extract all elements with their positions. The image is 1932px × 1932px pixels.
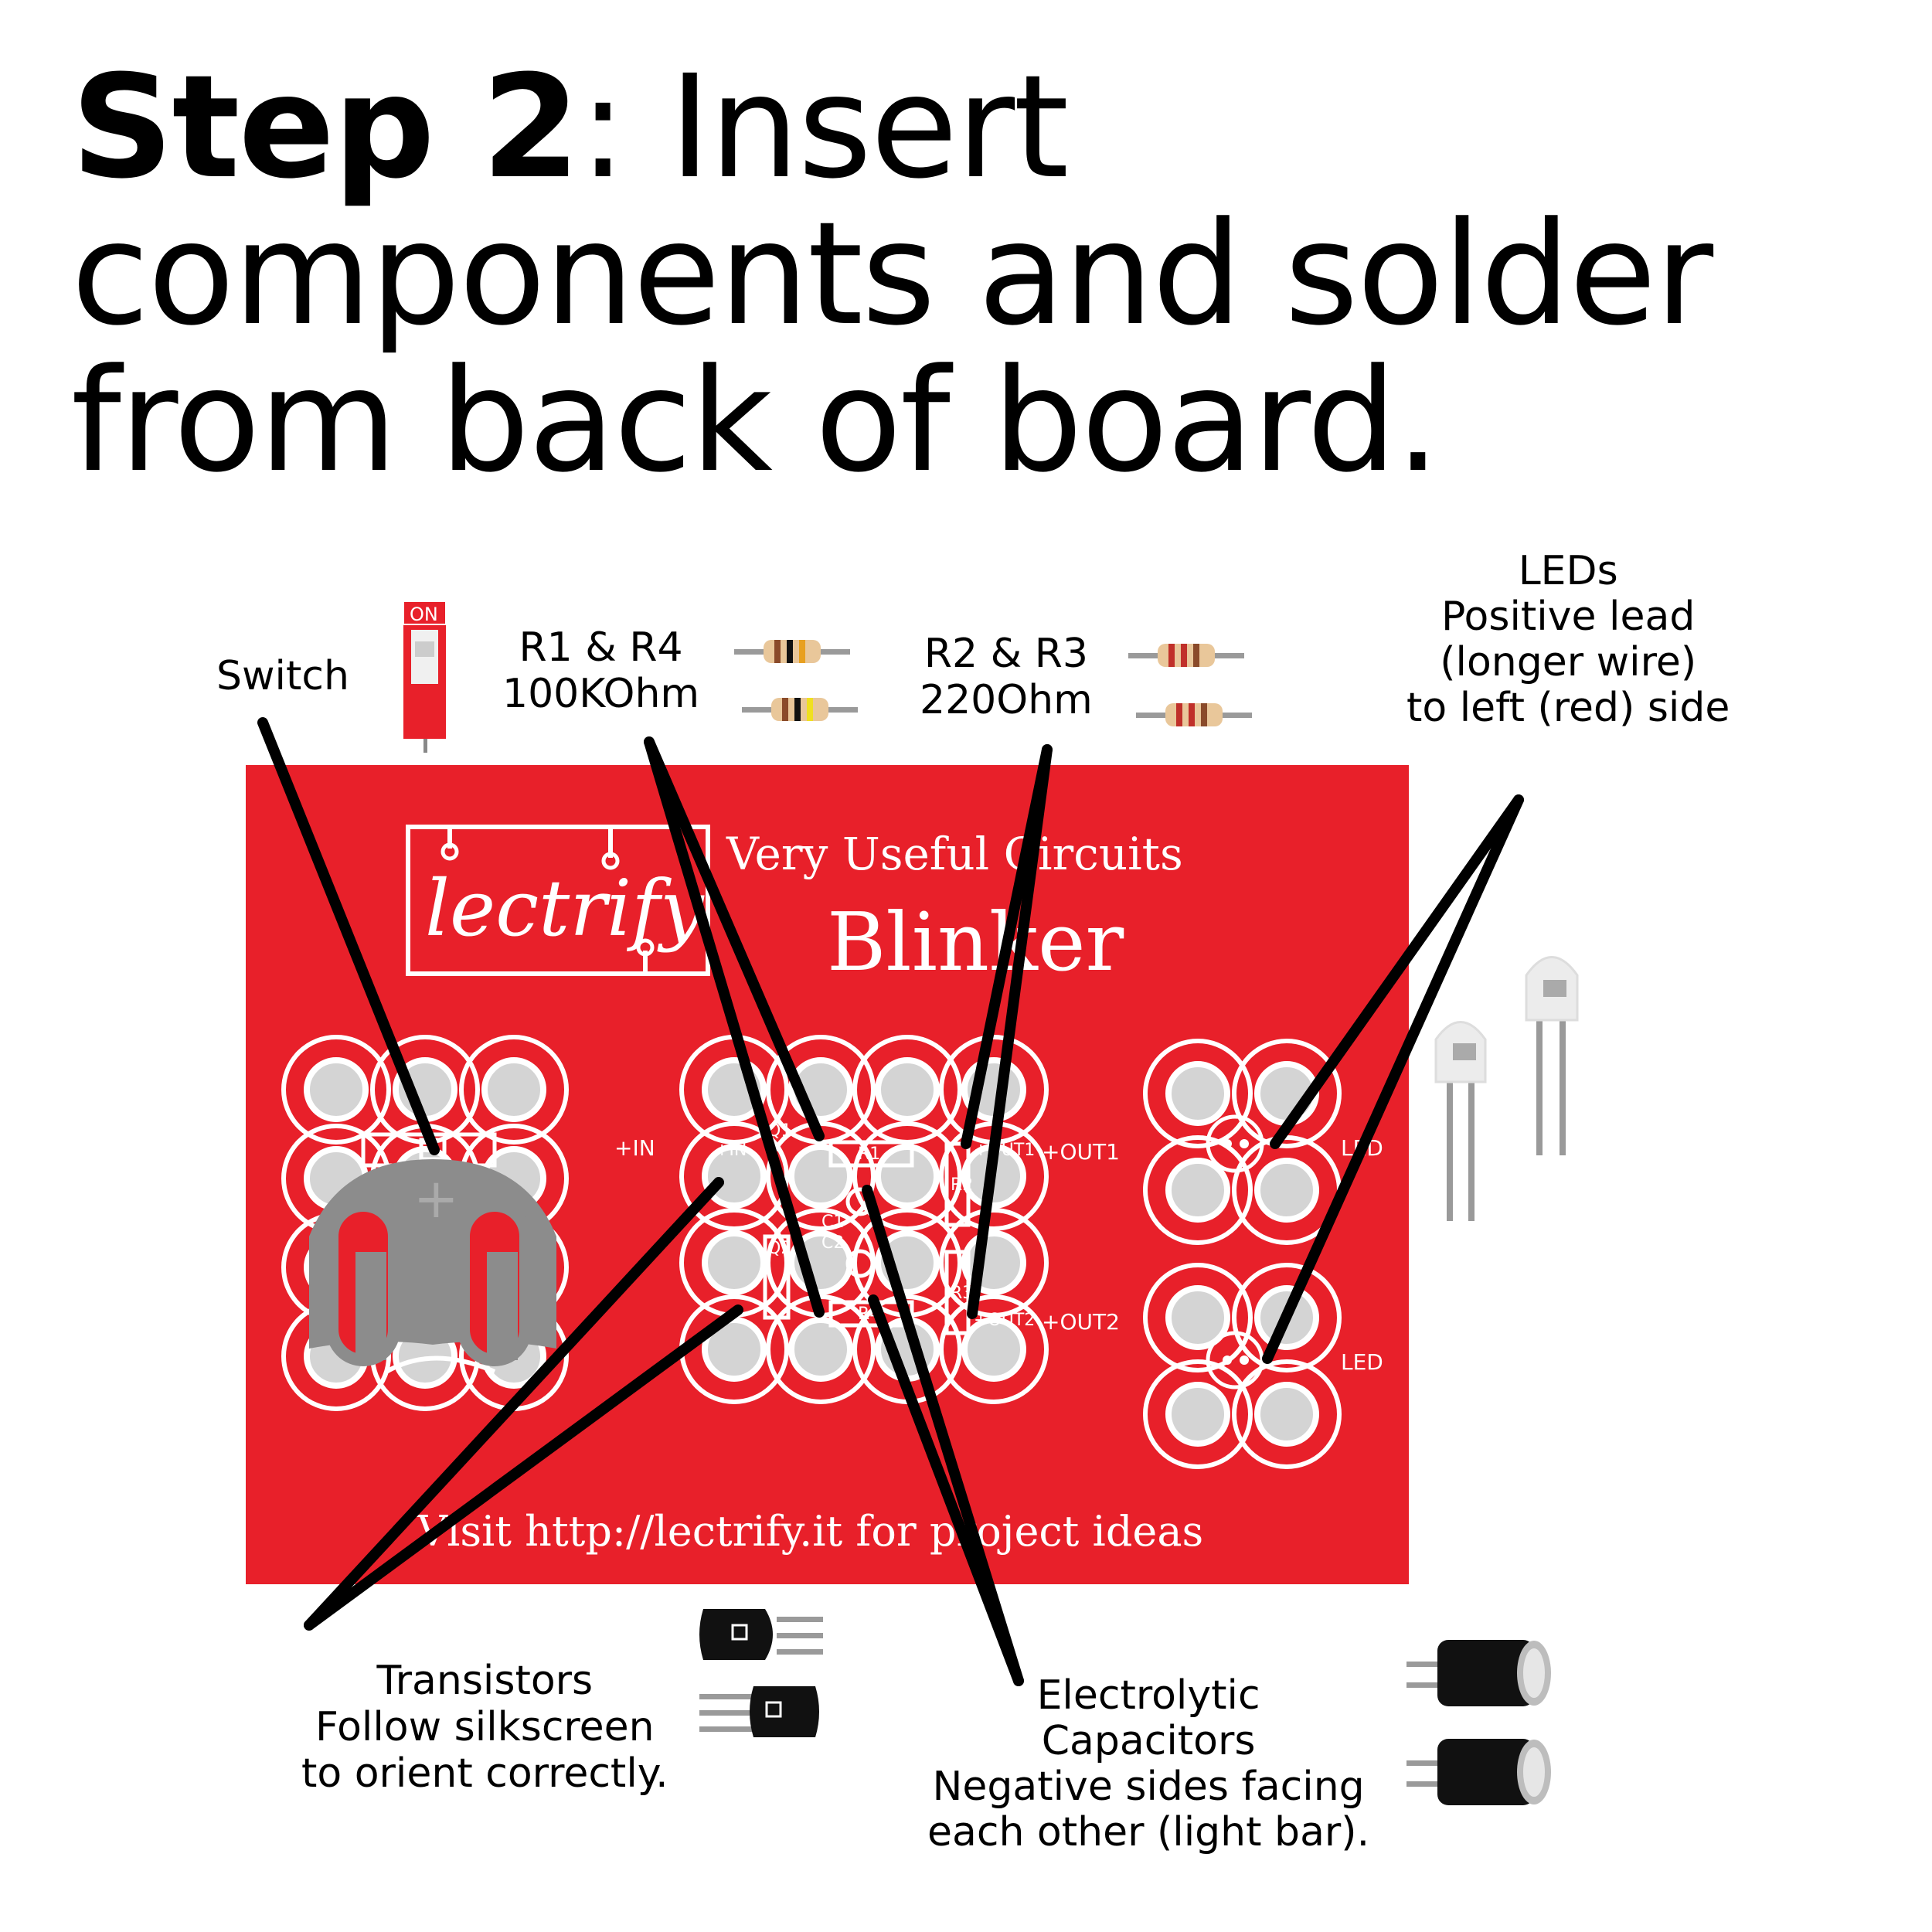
c2-label: C2 xyxy=(821,1233,844,1253)
pad-ring xyxy=(281,1035,391,1145)
pad-ring xyxy=(766,1121,876,1231)
silkscreen-components xyxy=(763,1140,971,1335)
q2-leader-line xyxy=(304,1304,743,1631)
solder-pad xyxy=(875,1144,940,1209)
pad-ring xyxy=(852,1121,962,1231)
capacitors-label: Electrolytic Capacitors Negative sides f… xyxy=(927,1672,1370,1855)
out1-label: +OUT1 xyxy=(1042,1139,1120,1165)
solder-pad xyxy=(788,1317,853,1382)
board-subtitle: Very Useful Circuits xyxy=(726,828,1183,880)
solder-pad xyxy=(1165,1382,1230,1447)
lectrify-logo: lectrify xyxy=(406,825,710,976)
pad-ring xyxy=(1232,1359,1342,1469)
transistor-icon xyxy=(699,1609,823,1660)
led-silk-marks xyxy=(1206,1114,1264,1389)
board-footer: Visit http://lectrify.it for project ide… xyxy=(417,1507,1203,1556)
coin-cell-holder: + xyxy=(309,1132,556,1374)
resistors xyxy=(734,640,1252,726)
page-title: Step 2: Insert components and solder fro… xyxy=(71,54,1926,495)
pad-ring xyxy=(370,1035,480,1145)
q1-leader-line xyxy=(304,1177,724,1631)
resistor-band xyxy=(787,640,793,663)
pad-ring xyxy=(1143,1039,1253,1148)
silk-labels: +IN +IN +OUT1 +OUT1 +OUT2 +OUT2 LED LED … xyxy=(614,1121,1383,1375)
switch-leader-line xyxy=(257,717,440,1155)
c2-leader-line xyxy=(868,1294,1024,1686)
resistor-band xyxy=(1193,644,1199,667)
resistor-band xyxy=(1189,703,1195,726)
led1-leader-line xyxy=(1270,794,1524,1149)
solder-pad xyxy=(1165,1061,1230,1126)
step-description: : Insert components and solder from back… xyxy=(71,45,1713,504)
r2-r3-label: R2 & R3 220Ohm xyxy=(920,631,1093,723)
capacitor-icon xyxy=(1406,1739,1551,1805)
brand-text: lectrify xyxy=(425,863,705,954)
solder-pad xyxy=(961,1317,1026,1382)
resistor-band xyxy=(782,698,788,721)
switch-label: Switch xyxy=(216,653,349,699)
resistor-band xyxy=(807,698,813,721)
pad-ring xyxy=(1143,1135,1253,1245)
pad-ring xyxy=(766,1294,876,1404)
solder-pad xyxy=(702,1317,767,1382)
resistor-band xyxy=(1181,644,1187,667)
r3-leader-line xyxy=(967,744,1053,1319)
resistor-band xyxy=(1201,703,1207,726)
leds-label: LEDs Positive lead (longer wire) to left… xyxy=(1406,548,1730,731)
pad-ring xyxy=(939,1208,1049,1318)
in-small-label: +IN xyxy=(715,1141,747,1160)
resistor-band xyxy=(794,698,801,721)
out2-label: +OUT2 xyxy=(1042,1309,1120,1335)
transistor-icon xyxy=(699,1686,819,1737)
switch-on-text: ON xyxy=(410,604,438,625)
c1-leader-line xyxy=(862,1185,1024,1686)
r2-label: R2 xyxy=(951,1175,973,1195)
in-label: +IN xyxy=(614,1135,655,1161)
capacitor-icon xyxy=(1406,1640,1551,1706)
pad-ring xyxy=(1143,1359,1253,1469)
resistor-band xyxy=(1168,644,1175,667)
solder-pad xyxy=(875,1057,940,1122)
pad-ring xyxy=(679,1121,789,1231)
solder-pad xyxy=(1254,1382,1319,1447)
solder-pad xyxy=(1165,1285,1230,1350)
led2-label: LED xyxy=(1341,1349,1383,1375)
solder-pad xyxy=(1254,1158,1319,1223)
pad-ring xyxy=(1232,1263,1342,1372)
step-label: Step 2 xyxy=(71,45,580,210)
resistor-band xyxy=(799,640,805,663)
plus-mark: + xyxy=(413,1167,459,1230)
led-icon xyxy=(1434,1021,1487,1221)
board-name: Blinker xyxy=(827,895,1124,989)
q2-label: Q2 xyxy=(767,1239,791,1258)
slide-switch-icon: ON xyxy=(403,600,447,753)
r1-r4-label: R1 & R4 100KOhm xyxy=(502,624,700,717)
pad-ring xyxy=(766,1035,876,1145)
resistor-band xyxy=(774,640,781,663)
c1-label: C1 xyxy=(821,1213,844,1232)
pad-ring xyxy=(459,1035,569,1145)
out2-small-label: +OUT2 xyxy=(974,1311,1035,1330)
led-icon xyxy=(1525,956,1579,1155)
pad-ring xyxy=(939,1294,1049,1404)
led2-leader-line xyxy=(1262,794,1524,1364)
transistors-label: Transistors Follow silkscreen to orient … xyxy=(301,1658,668,1797)
led-components xyxy=(1434,956,1579,1221)
solder-pad xyxy=(788,1144,853,1209)
solder-pad xyxy=(1165,1158,1230,1223)
out1-small-label: +OUT1 xyxy=(974,1141,1035,1160)
solder-pad xyxy=(481,1057,546,1122)
solder-pad xyxy=(304,1057,369,1122)
resistor-band xyxy=(1176,703,1182,726)
pad-ring xyxy=(1232,1039,1342,1148)
leader-lines xyxy=(257,717,1524,1686)
r4-leader-line xyxy=(644,736,825,1318)
pad-ring xyxy=(1143,1263,1253,1372)
r1-label: R1 xyxy=(858,1145,880,1164)
solder-pad xyxy=(702,1144,767,1209)
r1-leader-line xyxy=(644,736,825,1141)
